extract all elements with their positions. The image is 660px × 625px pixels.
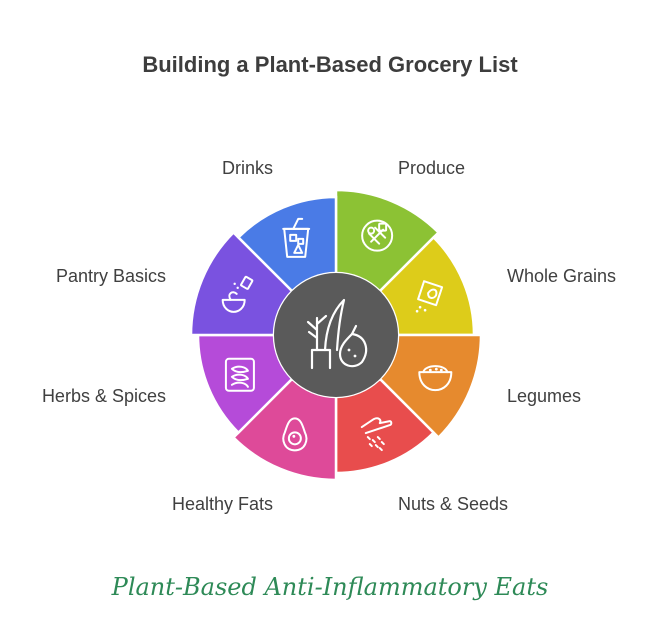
drink-cup-icon [282, 217, 311, 258]
grain-packet-icon [415, 280, 444, 313]
hand-sprinkle-seeds-icon [360, 417, 393, 452]
label-drinks: Drinks [222, 158, 273, 178]
herb-jar-icon [224, 357, 255, 392]
label-herbs-and-spices: Herbs & Spices [42, 386, 166, 406]
label-healthy-fats: Healthy Fats [172, 494, 273, 514]
label-produce: Produce [398, 158, 465, 178]
page-title: Building a Plant-Based Grocery List [142, 52, 518, 77]
footer-caption: Plant-Based Anti-Inflammatory Eats [111, 573, 549, 601]
legume-bowl-icon [418, 365, 453, 392]
label-legumes: Legumes [507, 386, 581, 406]
avocado-icon [282, 417, 308, 452]
produce-plate-icon [361, 219, 394, 252]
label-whole-grains: Whole Grains [507, 266, 616, 286]
label-pantry-basics: Pantry Basics [56, 266, 166, 286]
plant-herbs-icon [306, 298, 368, 370]
bowl-shaker-icon [221, 275, 254, 313]
label-nuts-and-seeds: Nuts & Seeds [398, 494, 508, 514]
center-hub [274, 273, 398, 397]
